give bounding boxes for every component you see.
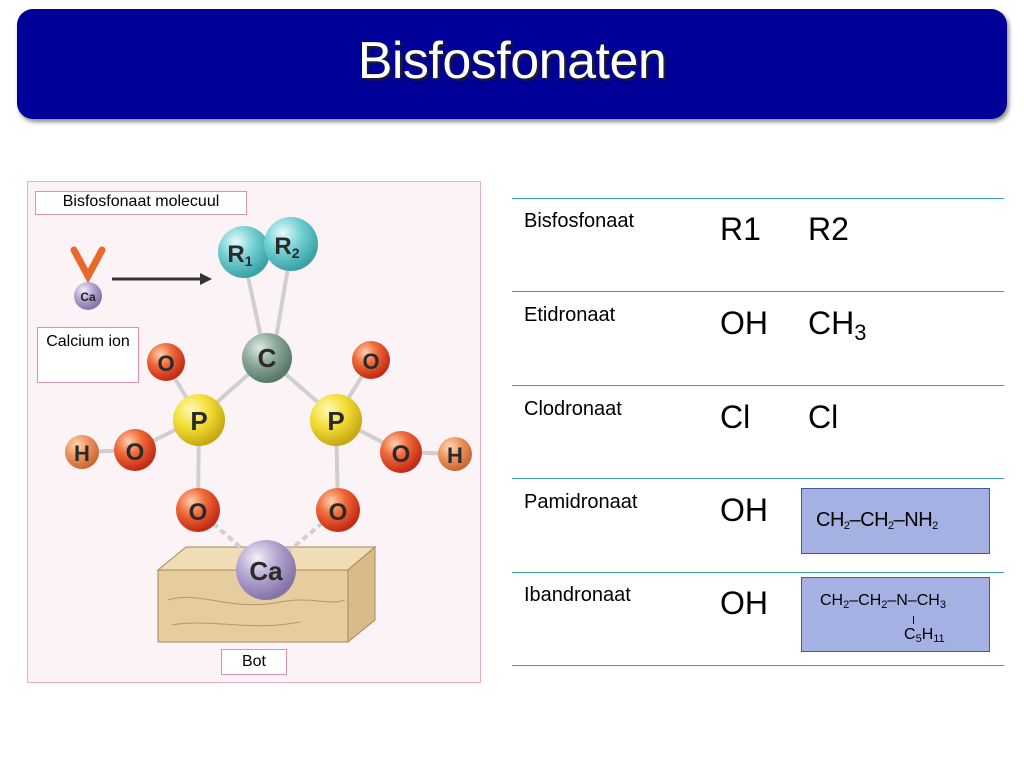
table-header-r1: R1 [720,211,761,247]
oxygen-atom [176,488,220,532]
title-bar: Bisfosfonaten [17,9,1007,119]
calcium-ion-caption: Calcium ion [37,327,139,383]
hydrogen-label: H [447,443,463,468]
molecule-bonds [81,249,456,572]
calcium-icon-symbol: Ca [80,290,96,304]
bone-block [156,545,377,644]
oxygen-atom [114,429,156,471]
table-rule [512,291,1004,292]
table-row-r1: OH [720,305,768,341]
table-row-r1: Cl [720,399,751,435]
calcium-label: Ca [249,556,283,586]
hydrogen-atom [65,435,99,469]
table-rule [512,572,1004,573]
oxygen-label: O [189,499,208,526]
table-row-r2: Cl [808,399,839,435]
table-row-name: Clodronaat [524,398,622,420]
table-row-name: Pamidronaat [524,491,638,513]
oxygen-label: O [362,349,379,374]
oxygen-atom [147,343,185,381]
oxygen-atom [316,488,360,532]
table-rule [512,385,1004,386]
r1-atom [218,226,270,278]
pamidronaat-formula: CH2–CH2–NH2 [801,488,990,554]
slide-title: Bisfosfonaten [357,32,667,90]
table-header-r2: R2 [808,211,849,247]
calcium-ion-icon [70,246,106,310]
table-row-r2: CH3 [808,305,867,345]
bond-line [913,616,914,624]
oxygen-atom [352,341,390,379]
phosphorus-label: P [327,406,344,436]
oxygen-label: O [329,499,348,526]
oxygen-atom [380,431,422,473]
oxygen-label: O [392,441,411,468]
phosphorus-atom [173,394,225,446]
hydrogen-atom [438,437,472,471]
carbon-atom [242,333,292,383]
hydrogen-label: H [74,441,90,466]
table-row-name: Ibandronaat [524,584,631,606]
arrow-icon [112,273,212,285]
phosphorus-label: P [190,406,207,436]
table-rule [512,198,1004,199]
oxygen-label: O [126,439,145,466]
table-header-name: Bisfosfonaat [524,210,635,232]
table-row-r1: OH [720,492,768,528]
r1-label: R1 [227,241,252,269]
table-row-name: Etidronaat [524,304,616,326]
formula-text: CH2–CH2–NH2 [816,509,938,532]
r2-label: R2 [274,233,299,261]
r2-atom [264,217,318,271]
calcium-atom [236,540,296,600]
formula-branch: C5H11 [904,626,945,645]
molecule-caption: Bisfosfonaat molecuul [35,191,247,215]
table-rule [512,478,1004,479]
ibandronaat-formula: CH2–CH2–N–CH3 C5H11 [801,577,990,652]
table-rule [512,665,1004,666]
bone-caption: Bot [221,649,287,675]
carbon-label: C [258,343,277,373]
oxygen-label: O [157,351,174,376]
phosphorus-atom [310,394,362,446]
formula-text: CH2–CH2–N–CH3 [820,592,946,611]
table-row-r1: OH [720,585,768,621]
